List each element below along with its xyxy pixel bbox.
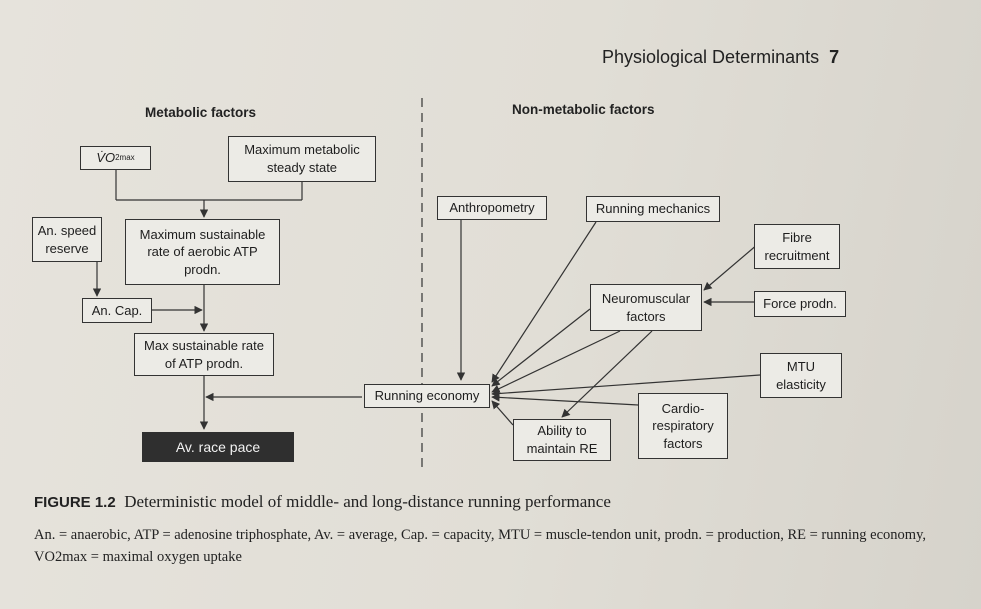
edge-ability-to-economy (491, 400, 514, 426)
node-mtu-elasticity: MTU elasticity (760, 353, 842, 398)
edge-neuro-to-ability (491, 330, 621, 393)
node-neuromuscular-factors: Neuromuscular factors (590, 284, 702, 331)
edge-neuro-to-economy (491, 308, 591, 387)
node-running-mechanics: Running mechanics (586, 196, 720, 222)
node-max-sustainable-atp: Max sustainable rate of ATP prodn. (134, 333, 274, 376)
edge-mechanics-to-economy (491, 221, 597, 383)
node-force-prod: Force prodn. (754, 291, 846, 317)
caption-title-line: FIGURE 1.2 Deterministic model of middle… (34, 492, 954, 512)
edge-cardio-to-economy (491, 393, 639, 406)
node-an-speed-reserve: An. speed reserve (32, 217, 102, 262)
page-number: 7 (829, 47, 840, 67)
node-anthropometry: Anthropometry (437, 196, 547, 220)
caption-abbreviations: An. = anaerobic, ATP = adenosine triphos… (34, 527, 926, 566)
page-header: Physiological Determinants 7 (602, 47, 839, 68)
node-ability-to-maintain-re: Ability to maintain RE (513, 419, 611, 461)
node-fibre-recruitment: Fibre recruitment (754, 224, 840, 269)
caption-label: FIGURE 1.2 (34, 494, 116, 511)
node-an-cap: An. Cap. (82, 298, 152, 323)
figure-caption: FIGURE 1.2 Deterministic model of middle… (34, 492, 954, 569)
node-av-race-pace: Av. race pace (142, 432, 294, 462)
edge-neuro-to-ability-box (561, 330, 653, 418)
metabolic-factors-label: Metabolic factors (145, 105, 257, 120)
node-cardio-respiratory: Cardio- respiratory factors (638, 393, 728, 459)
node-max-sustainable-aerobic: Maximum sustainable rate of aerobic ATP … (125, 219, 280, 285)
edge-fibre-to-neuro (703, 243, 759, 291)
caption-title: Deterministic model of middle- and long-… (124, 492, 611, 511)
header-title: Physiological Determinants (602, 47, 820, 67)
node-max-metabolic-steady-state: Maximum metabolic steady state (228, 136, 376, 182)
edge-mtu-to-economy (491, 374, 761, 398)
node-running-economy: Running economy (364, 384, 490, 408)
non-metabolic-factors-label: Non-metabolic factors (512, 102, 655, 117)
